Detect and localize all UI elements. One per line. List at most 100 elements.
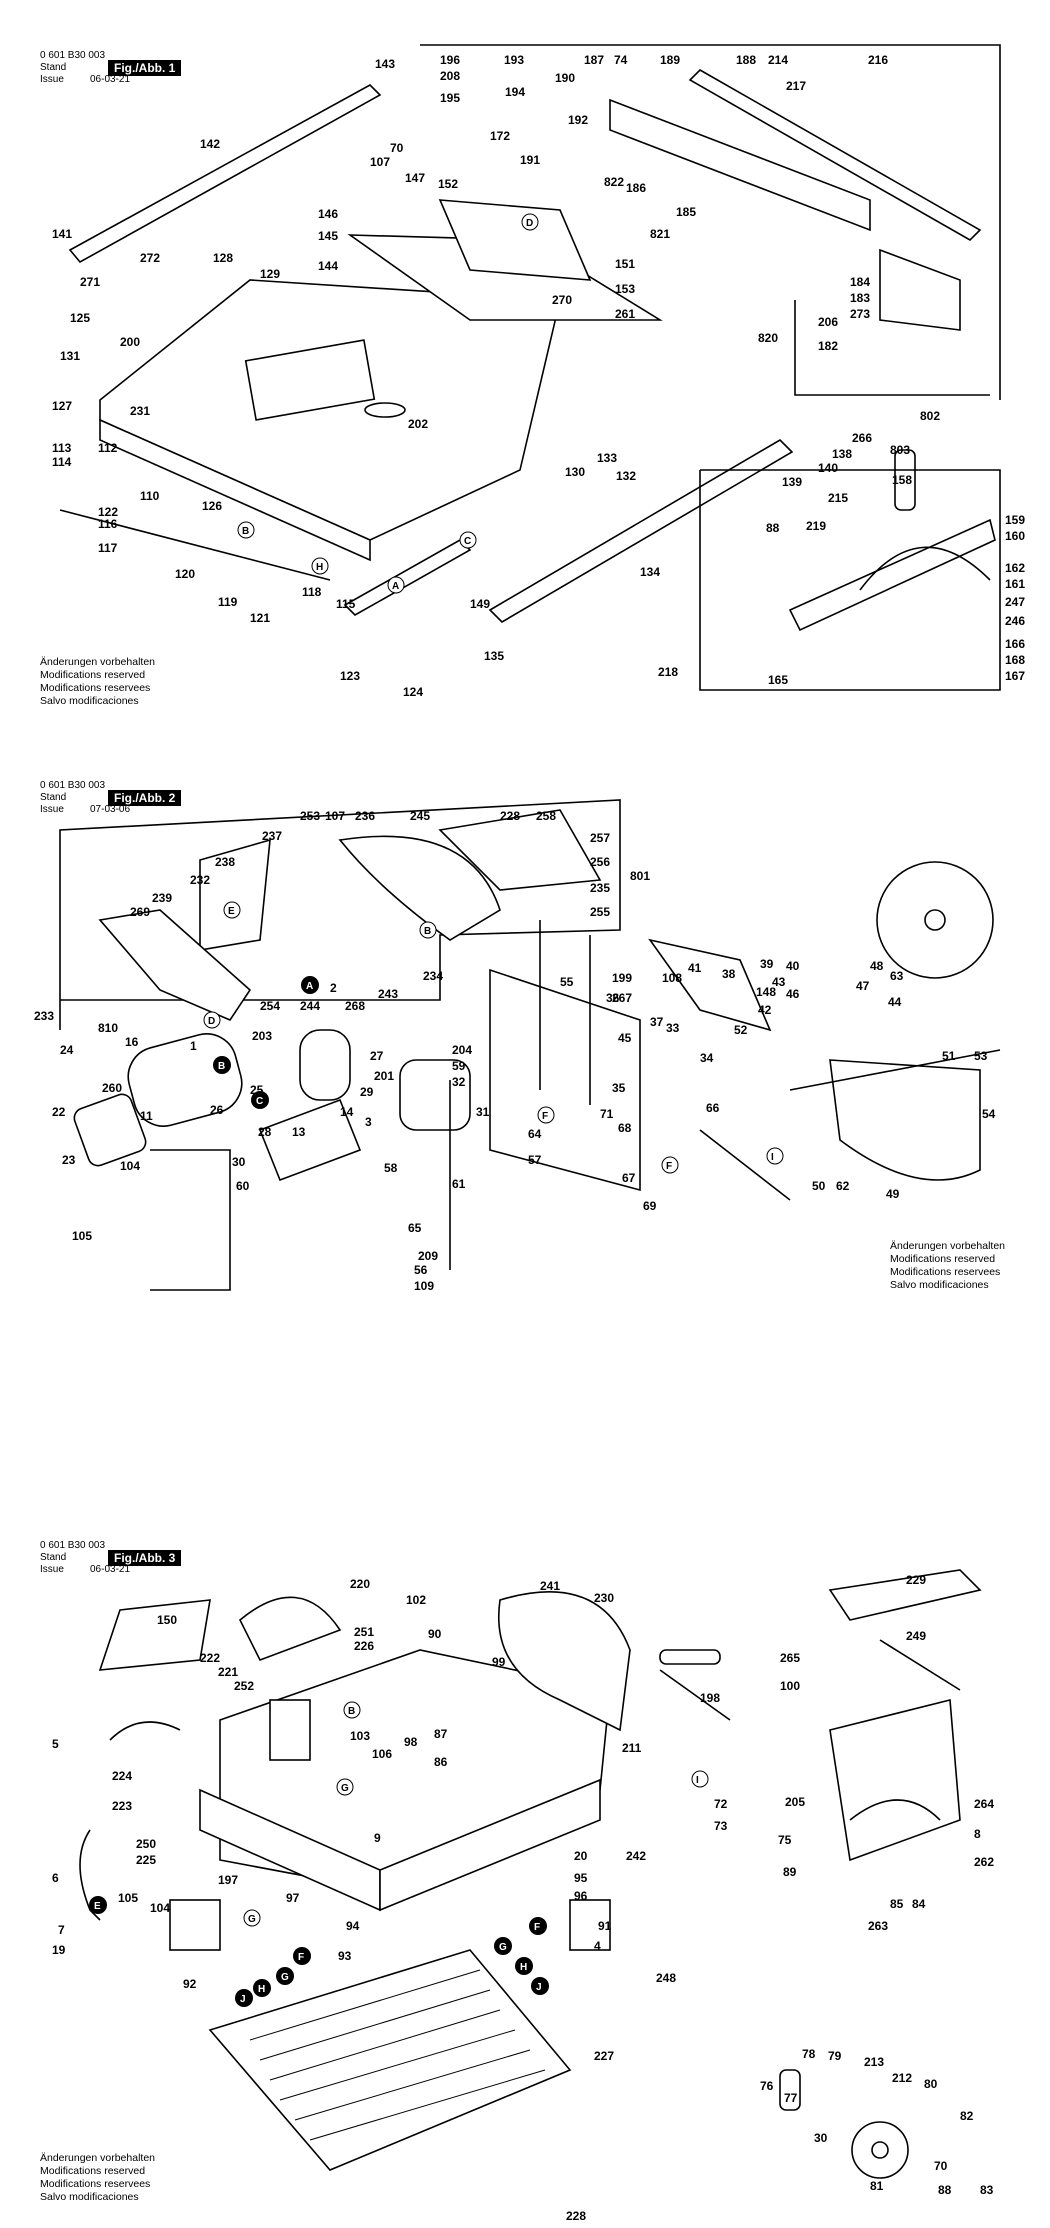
part-label: 91 bbox=[598, 1919, 612, 1933]
sheet-fig-1: 0 601 B30 003 Stand Issue 06-03-21 Fig./… bbox=[0, 0, 1050, 720]
part-label: 27 bbox=[370, 1049, 384, 1063]
part-label: 208 bbox=[440, 69, 460, 83]
part-label: 52 bbox=[734, 1023, 748, 1037]
note-line: Salvo modificaciones bbox=[40, 695, 139, 707]
part-label: 202 bbox=[408, 417, 428, 431]
part-label: 237 bbox=[262, 829, 282, 843]
figure-title: Fig./Abb. 2 bbox=[108, 790, 182, 806]
doc-number: 0 601 B30 003 bbox=[40, 1540, 106, 1551]
part-label: 249 bbox=[906, 1629, 926, 1643]
part-label: 196 bbox=[440, 53, 460, 67]
part-label: 242 bbox=[626, 1849, 646, 1863]
note-line: Salvo modificaciones bbox=[40, 2191, 139, 2203]
part-label: 61 bbox=[452, 1177, 466, 1191]
part-label: 193 bbox=[504, 53, 524, 67]
part-label: 166 bbox=[1005, 637, 1025, 651]
part-label: 13 bbox=[292, 1125, 306, 1139]
part-label: 30 bbox=[814, 2131, 828, 2145]
part-label: 146 bbox=[318, 207, 338, 221]
part-label: 218 bbox=[658, 665, 678, 679]
part-label: 129 bbox=[260, 267, 280, 281]
part-label: 144 bbox=[318, 259, 338, 273]
part-label: 197 bbox=[218, 1873, 238, 1887]
notes-block: Änderungen vorbehalten Modifications res… bbox=[890, 1240, 1005, 1292]
marker-f-3b: F bbox=[534, 1922, 540, 1933]
issue-date: 06-03-21 bbox=[90, 74, 131, 85]
part-label: 86 bbox=[434, 1755, 448, 1769]
part-label: 257 bbox=[590, 831, 610, 845]
part-label: 213 bbox=[864, 2055, 884, 2069]
part-label: 44 bbox=[888, 995, 902, 1009]
marker-a-1: A bbox=[392, 581, 399, 592]
part-label: 216 bbox=[868, 53, 888, 67]
part-label: 47 bbox=[856, 979, 870, 993]
part-label: 126 bbox=[202, 499, 222, 513]
part-label: 82 bbox=[960, 2109, 974, 2123]
part-label: 217 bbox=[786, 79, 806, 93]
part-label: 95 bbox=[574, 1871, 588, 1885]
part-label: 56 bbox=[414, 1263, 428, 1277]
part-label: 184 bbox=[850, 275, 870, 289]
part-label: 256 bbox=[590, 855, 610, 869]
part-label: 30 bbox=[232, 1155, 246, 1169]
part-label: 255 bbox=[590, 905, 610, 919]
part-label: 183 bbox=[850, 291, 870, 305]
part-label: 3 bbox=[365, 1115, 372, 1129]
part-label: 245 bbox=[410, 809, 430, 823]
part-label: 89 bbox=[783, 1865, 797, 1879]
part-label: 269 bbox=[130, 905, 150, 919]
part-label: 20 bbox=[574, 1849, 588, 1863]
part-label: 264 bbox=[974, 1797, 994, 1811]
part-label: 261 bbox=[615, 307, 635, 321]
marker-d-1: D bbox=[526, 218, 533, 229]
part-label: 113 bbox=[52, 441, 72, 455]
part-label: 128 bbox=[213, 251, 233, 265]
part-label: 801 bbox=[630, 869, 650, 883]
part-label: 22 bbox=[52, 1105, 66, 1119]
part-label: 112 bbox=[98, 441, 118, 455]
part-label: 141 bbox=[52, 227, 72, 241]
part-label: 165 bbox=[768, 673, 788, 687]
part-label: 49 bbox=[886, 1187, 900, 1201]
issue-label: Issue bbox=[40, 1564, 64, 1575]
marker-j-3b: J bbox=[536, 1982, 542, 1993]
part-label: 188 bbox=[736, 53, 756, 67]
part-label: 65 bbox=[408, 1221, 422, 1235]
part-label: 109 bbox=[414, 1279, 434, 1293]
part-label: 225 bbox=[136, 1853, 156, 1867]
part-label: 186 bbox=[626, 181, 646, 195]
part-label: 204 bbox=[452, 1043, 472, 1057]
part-label: 226 bbox=[354, 1639, 374, 1653]
part-label: 140 bbox=[818, 461, 838, 475]
part-label: 263 bbox=[868, 1919, 888, 1933]
part-label: 195 bbox=[440, 91, 460, 105]
part-label: 40 bbox=[786, 959, 800, 973]
part-label: 159 bbox=[1005, 513, 1025, 527]
part-label: 66 bbox=[706, 1101, 720, 1115]
marker-i-3: I bbox=[696, 1775, 699, 1786]
note-line: Änderungen vorbehalten bbox=[40, 656, 156, 668]
part-label: 227 bbox=[594, 2049, 614, 2063]
part-label: 125 bbox=[70, 311, 90, 325]
part-label: 214 bbox=[768, 53, 788, 67]
part-label: 98 bbox=[404, 1735, 418, 1749]
part-label: 231 bbox=[130, 404, 150, 418]
part-label: 145 bbox=[318, 229, 338, 243]
note-line: Modifications reserved bbox=[40, 669, 146, 681]
marker-b-2: B bbox=[424, 926, 431, 937]
part-label: 76 bbox=[760, 2079, 774, 2093]
part-label: 99 bbox=[492, 1655, 506, 1669]
part-label: 228 bbox=[566, 2209, 586, 2223]
part-label: 26 bbox=[210, 1103, 224, 1117]
note-line: Änderungen vorbehalten bbox=[890, 1240, 1006, 1252]
part-label: 243 bbox=[378, 987, 398, 1001]
part-label: 131 bbox=[60, 349, 80, 363]
marker-h-3b: H bbox=[520, 1962, 527, 1973]
part-label: 36 bbox=[606, 991, 620, 1005]
part-label: 1 bbox=[190, 1039, 197, 1053]
note-line: Modifications reservees bbox=[40, 682, 151, 694]
part-label: 153 bbox=[615, 282, 635, 296]
part-label: 187 bbox=[584, 53, 604, 67]
part-label: 151 bbox=[615, 257, 635, 271]
note-line: Salvo modificaciones bbox=[890, 1279, 989, 1291]
